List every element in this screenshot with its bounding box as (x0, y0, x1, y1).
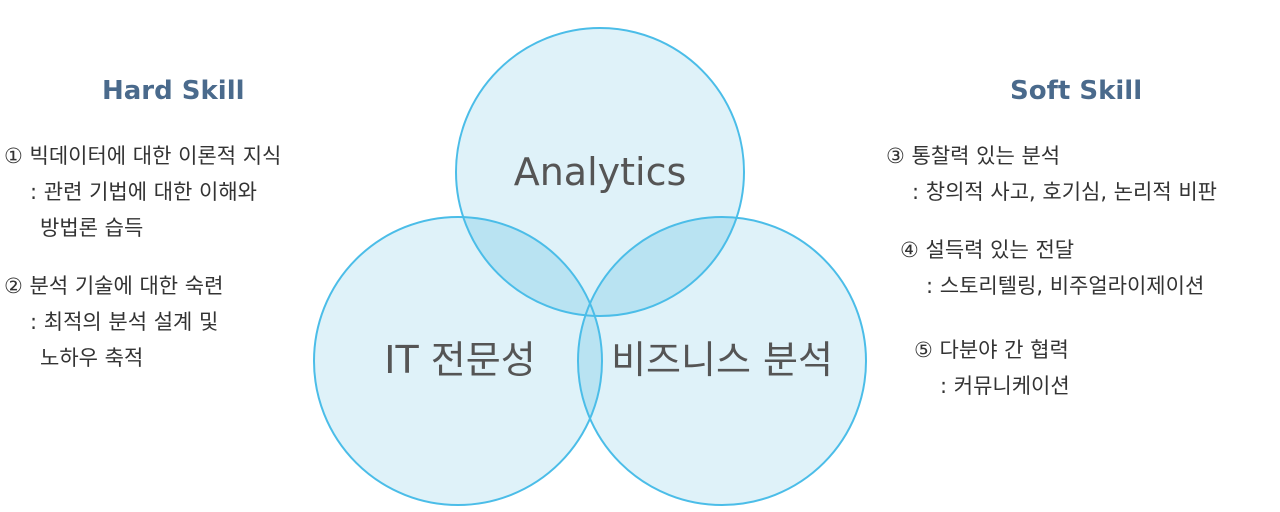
hard-skill-item-2-line1: ② 분석 기술에 대한 숙련 (4, 274, 224, 298)
venn-label-business-analysis: 비즈니스 분석 (611, 338, 833, 382)
hard-skill-item-2-line2: : 최적의 분석 설계 및 (30, 310, 219, 334)
soft-skill-item-5: ⑤ 다분야 간 협력 : 커뮤니케이션 (914, 332, 1070, 404)
hard-skill-item-1-line2: : 관련 기법에 대한 이해와 (30, 180, 257, 204)
hard-skill-item-1-line3: 방법론 습득 (40, 216, 144, 240)
venn-circle-it-expertise (313, 216, 603, 506)
hard-skill-title: Hard Skill (102, 76, 245, 106)
soft-skill-item-3-line2: : 창의적 사고, 호기심, 논리적 비판 (912, 180, 1217, 204)
hard-skill-item-2-line3: 노하우 축적 (40, 346, 144, 370)
hard-skill-item-1-line1: ① 빅데이터에 대한 이론적 지식 (4, 144, 282, 168)
venn-label-it-expertise: IT 전문성 (384, 338, 535, 382)
hard-skill-item-2: ② 분석 기술에 대한 숙련 : 최적의 분석 설계 및 노하우 축적 (4, 268, 223, 376)
soft-skill-item-5-line2: : 커뮤니케이션 (940, 374, 1070, 398)
hard-skill-item-1: ① 빅데이터에 대한 이론적 지식 : 관련 기법에 대한 이해와 방법론 습득 (4, 138, 281, 246)
soft-skill-item-5-line1: ⑤ 다분야 간 협력 (914, 338, 1069, 362)
venn-overlap-top-left (456, 217, 602, 316)
venn-overlap-top-right (578, 217, 744, 316)
soft-skill-item-4-line2: : 스토리텔링, 비주얼라이제이션 (926, 274, 1205, 298)
soft-skill-item-3: ③ 통찰력 있는 분석 : 창의적 사고, 호기심, 논리적 비판 (886, 138, 1217, 210)
soft-skill-item-4-line1: ④ 설득력 있는 전달 (900, 238, 1075, 262)
soft-skill-item-3-line1: ③ 통찰력 있는 분석 (886, 144, 1061, 168)
soft-skill-item-4: ④ 설득력 있는 전달 : 스토리텔링, 비주얼라이제이션 (900, 232, 1204, 304)
venn-circle-analytics (455, 27, 745, 317)
venn-circle-business-analysis (577, 216, 867, 506)
soft-skill-title: Soft Skill (1010, 76, 1143, 106)
venn-label-analytics: Analytics (514, 150, 687, 194)
